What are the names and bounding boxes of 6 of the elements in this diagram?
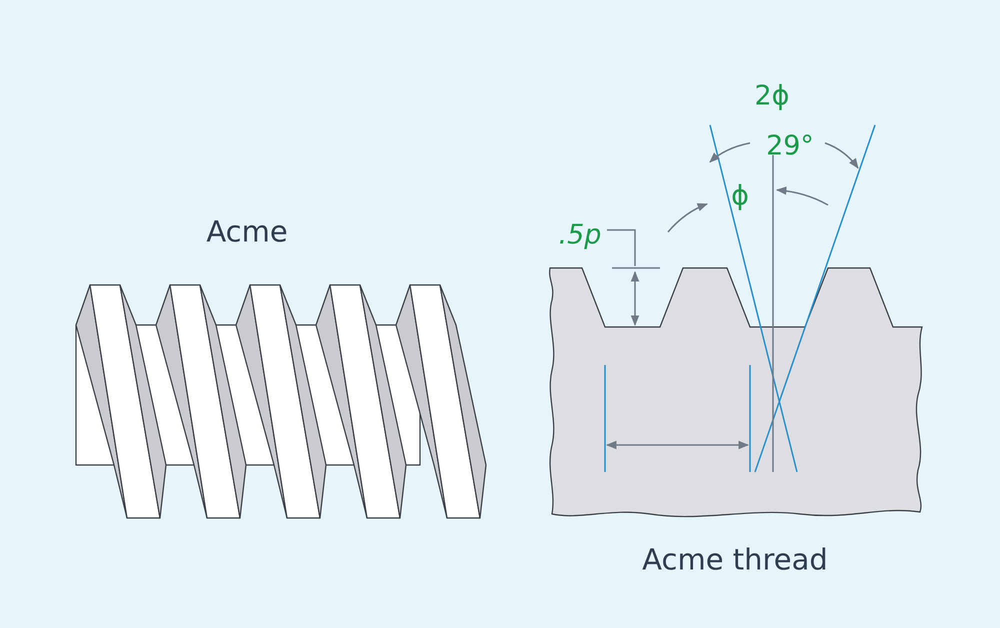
angle-label: 2ϕ [754,82,790,110]
part-name: Acme [206,218,288,246]
dimension-label: .5p [558,222,602,248]
caption-text: Acme thread [642,546,828,574]
angle-value: 29° [766,132,814,160]
angle-label: ϕ [731,182,749,210]
